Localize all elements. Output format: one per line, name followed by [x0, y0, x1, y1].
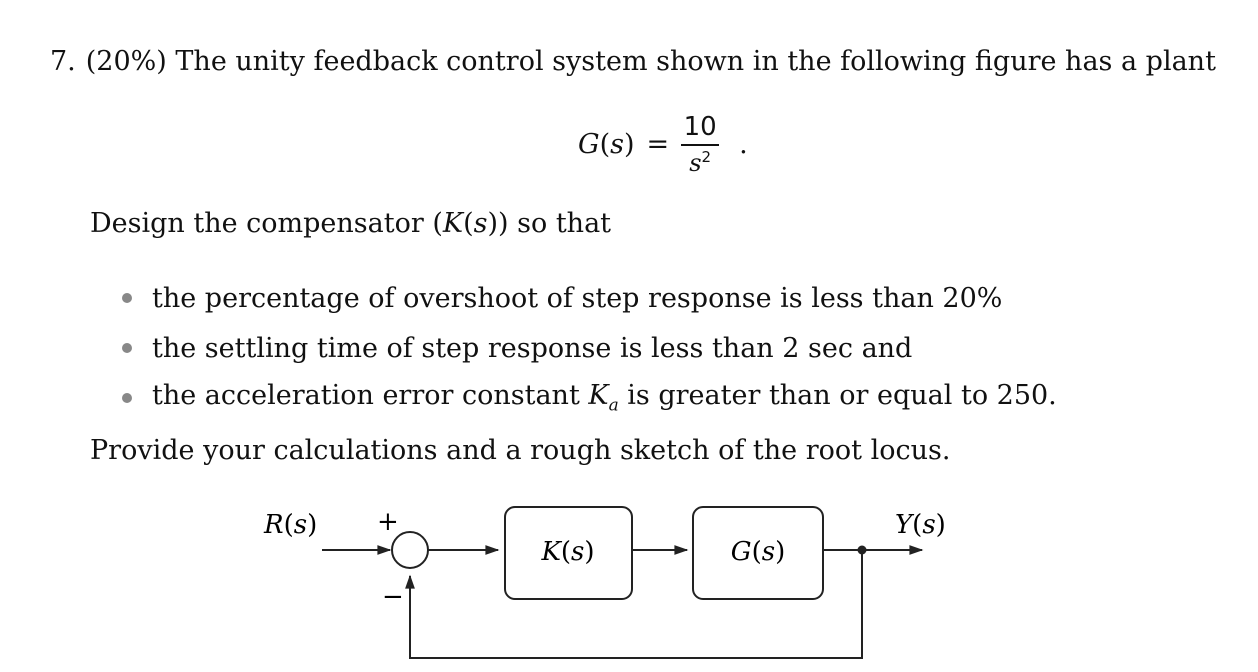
requirement-acceleration-error: the acceleration error constant Ka is gr…: [152, 380, 1057, 415]
closing-instruction: Provide your calculations and a rough sk…: [90, 435, 951, 466]
requirement-text-after: is greater than or equal to 250.: [618, 380, 1057, 412]
plant-block: [692, 506, 824, 600]
denominator-exponent: 2: [701, 148, 712, 166]
bullet-icon: [122, 343, 132, 353]
denominator-variable: s: [689, 149, 702, 177]
input-label: R(s): [263, 510, 317, 540]
requirement-text-before: the acceleration error constant: [152, 380, 589, 412]
equals-sign: =: [646, 129, 670, 160]
requirement-overshoot: the percentage of overshoot of step resp…: [152, 282, 1003, 314]
design-instruction: Design the compensator (K(s)) so that: [90, 208, 611, 239]
fraction-bar: [681, 144, 720, 146]
lhs-function-name: G: [578, 129, 600, 160]
bullet-icon: [122, 293, 132, 303]
compensator-block: [504, 506, 633, 600]
list-item: the acceleration error constant Ka is gr…: [122, 373, 1057, 423]
lhs-open-paren: (: [599, 129, 611, 160]
requirement-settling-time: the settling time of step response is le…: [152, 332, 913, 364]
problem-number: 7.: [50, 46, 76, 77]
problem-text: (20%) The unity feedback control system …: [85, 46, 1216, 77]
design-open-paren: (: [463, 208, 474, 239]
equation-period: .: [739, 129, 748, 160]
design-text-after: so that: [508, 208, 612, 239]
equation-lhs: G(s): [578, 129, 635, 160]
list-item: the settling time of step response is le…: [122, 323, 1057, 373]
fraction: 10 s2: [681, 112, 720, 177]
requirements-list: the percentage of overshoot of step resp…: [122, 273, 1057, 423]
compensator-label: K(s): [540, 537, 594, 567]
fraction-denominator: s2: [689, 146, 711, 177]
plus-sign: +: [377, 507, 399, 537]
plant-label: G(s): [731, 537, 785, 567]
minus-sign: −: [382, 582, 404, 612]
plant-equation: G(s) = 10 s2 .: [578, 112, 748, 177]
compensator-variable: K: [442, 208, 464, 239]
design-close-paren: )): [487, 208, 509, 239]
fraction-numerator: 10: [683, 112, 717, 142]
lhs-close-paren: ): [623, 129, 635, 160]
ka-variable: K: [588, 380, 609, 412]
design-s-variable: s: [473, 208, 488, 239]
summing-junction: [391, 531, 429, 569]
output-label: Y(s): [895, 510, 946, 540]
ka-subscript: a: [608, 395, 619, 416]
problem-statement: 7. (20%) The unity feedback control syste…: [50, 46, 1216, 77]
list-item: the percentage of overshoot of step resp…: [122, 273, 1057, 323]
lhs-argument: s: [610, 129, 624, 160]
bullet-icon: [122, 393, 132, 403]
design-text-before: Design the compensator (: [90, 208, 443, 239]
feedback-path: [405, 550, 863, 659]
